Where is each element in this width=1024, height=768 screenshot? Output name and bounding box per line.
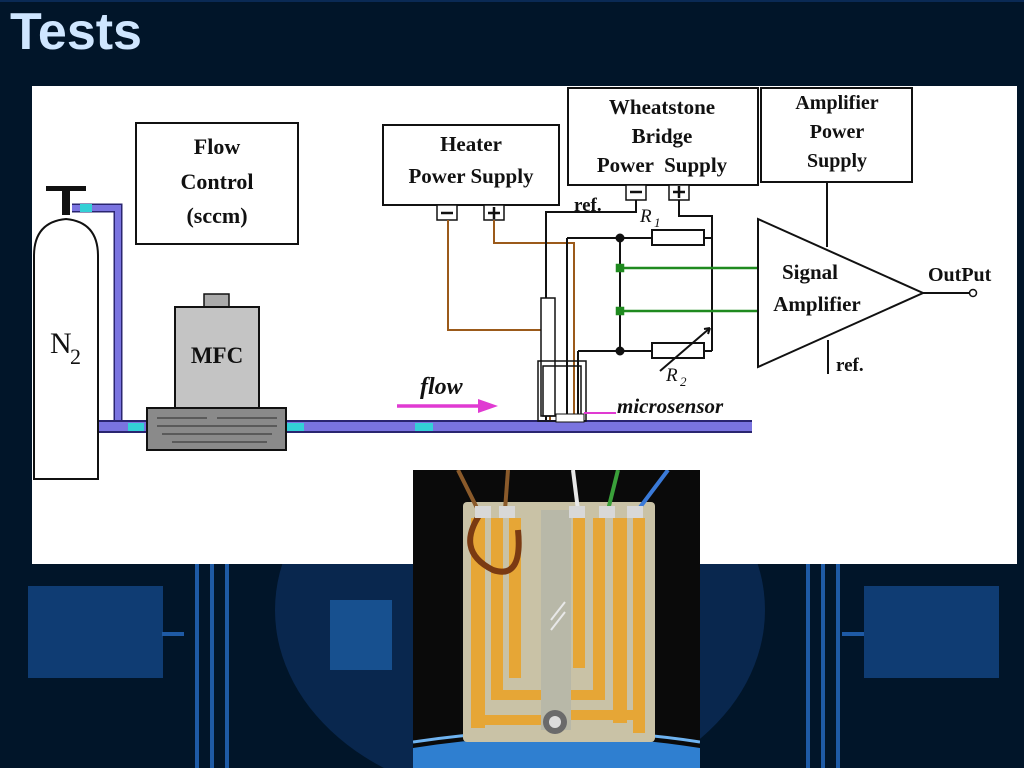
bridge-circuit: R 1 R 2: [545, 200, 713, 420]
bridge-line1: Wheatstone: [609, 95, 715, 119]
amplifier-line2: Amplifier: [773, 292, 860, 316]
node: [615, 233, 625, 243]
amp-supply-line2: Power: [810, 121, 865, 143]
signal-amplifier: Signal Amplifier OutPut ref.: [757, 217, 992, 376]
amplifier-power-supply: Amplifier Power Supply: [760, 87, 913, 247]
tube-joint: [286, 423, 304, 431]
amp-supply-line1: Amplifier: [795, 92, 878, 114]
schematic: N 2 Flow Control (sccm) MFC Heater Power…: [33, 87, 992, 480]
microsensor: microsensor: [537, 297, 724, 423]
bridge-line3: Power Supply: [597, 153, 728, 177]
r1-label: R: [639, 206, 652, 227]
r2-label: R: [665, 365, 678, 386]
slide-title: Tests: [10, 3, 142, 61]
flow-control-box: Flow Control (sccm): [135, 122, 299, 245]
output-terminal: [968, 288, 978, 298]
flow-label: flow: [420, 374, 464, 400]
signal-wires: [615, 263, 772, 316]
n2-subscript: 2: [70, 344, 81, 369]
flow-control-line2: Control: [181, 169, 254, 194]
output-label: OutPut: [928, 264, 992, 286]
node: [615, 346, 625, 356]
mfc-label: MFC: [191, 343, 243, 368]
tube-joint: [80, 204, 92, 212]
n2-label: N: [50, 327, 72, 360]
amp-supply-line3: Supply: [807, 150, 867, 172]
r1-subscript: 1: [654, 215, 661, 230]
flow-control-line3: (sccm): [186, 203, 247, 228]
heater-line1: Heater: [440, 132, 502, 156]
microsensor-photo: [413, 470, 700, 768]
heater-power-supply: Heater Power Supply: [382, 124, 560, 221]
bridge-line2: Bridge: [632, 124, 693, 148]
flow-arrow: flow: [397, 374, 498, 413]
mfc-unit: MFC: [146, 293, 287, 451]
microsensor-label: microsensor: [617, 394, 724, 418]
n2-gas-cylinder: N 2: [33, 186, 99, 480]
heater-line2: Power Supply: [408, 164, 534, 188]
tube-joint: [415, 423, 433, 431]
wheatstone-bridge-power-supply: Wheatstone Bridge Power Supply ref.: [567, 87, 759, 216]
amplifier-ref-label: ref.: [836, 355, 864, 376]
r2-subscript: 2: [680, 374, 687, 389]
flow-control-line1: Flow: [194, 134, 241, 159]
amplifier-line1: Signal: [782, 260, 838, 284]
bridge-ref-label: ref.: [574, 195, 602, 216]
test-setup-diagram: N 2 Flow Control (sccm) MFC Heater Power…: [32, 86, 1017, 564]
tube-joint: [128, 423, 144, 431]
